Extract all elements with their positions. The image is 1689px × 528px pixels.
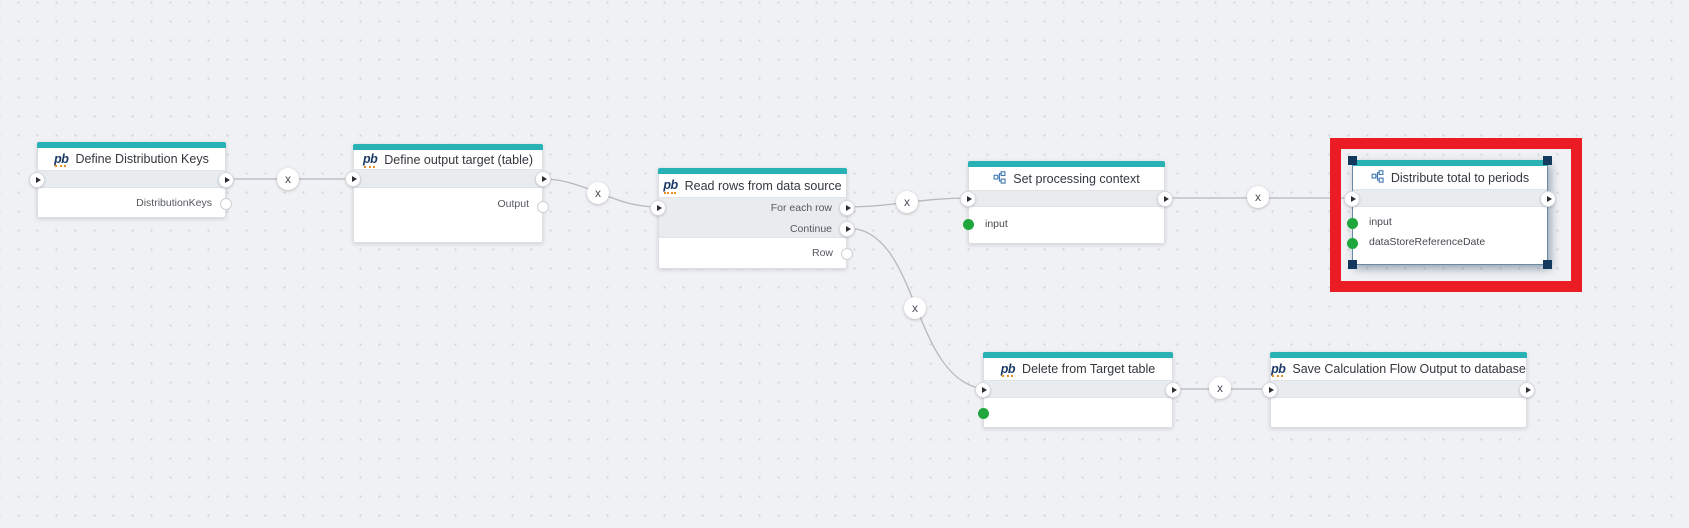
triangle-icon	[1171, 387, 1177, 393]
node-title: Define output target (table)	[384, 152, 533, 167]
selection-handle-bottom-left[interactable]	[1348, 260, 1357, 269]
triangle-icon	[351, 176, 357, 182]
triangle-icon	[845, 226, 851, 232]
input-port-input[interactable]	[1347, 218, 1358, 229]
node-title-row: pb Delete from Target table	[984, 358, 1172, 380]
selection-handle-top-left[interactable]	[1348, 156, 1357, 165]
input-port-label: input	[1369, 216, 1392, 228]
flow-port-row	[969, 190, 1164, 207]
node-distribute-total-to-periods[interactable]: Distribute total to periods input dataSt…	[1344, 156, 1556, 269]
output-port-output[interactable]	[537, 201, 549, 213]
flow-in-port[interactable]	[650, 200, 666, 216]
flow-icon	[993, 170, 1006, 187]
node-title: Distribute total to periods	[1390, 170, 1530, 185]
pb-icon: pb	[1271, 361, 1286, 377]
flow-port-row	[354, 169, 542, 188]
flow-in-port[interactable]	[1344, 191, 1360, 207]
node-title-row: Set processing context	[969, 167, 1164, 190]
node-read-rows-from-data-source[interactable]: pb Read rows from data source For each r…	[650, 168, 855, 269]
node-title-row: Distribute total to periods	[1353, 166, 1547, 189]
triangle-icon	[1163, 196, 1169, 202]
flow-out-port[interactable]	[1157, 191, 1173, 207]
output-port-row[interactable]	[841, 248, 853, 260]
output-port-label: Row	[811, 247, 833, 259]
flow-port-row	[38, 170, 225, 188]
node-title-row: pb Save Calculation Flow Output to datab…	[1271, 358, 1526, 380]
flow-port-row	[1271, 380, 1526, 398]
node-title: Save Calculation Flow Output to database	[1292, 362, 1526, 376]
node-define-distribution-keys[interactable]: pb Define Distribution Keys Distribution…	[29, 142, 234, 218]
flow-out-port[interactable]	[218, 172, 234, 188]
selection-handle-top-right[interactable]	[1543, 156, 1552, 165]
output-port-label: DistributionKeys	[136, 197, 212, 209]
flow-in-port[interactable]	[975, 382, 991, 398]
pb-icon: pb	[663, 178, 678, 194]
node-accent-bar	[1352, 160, 1548, 166]
flow-out-port[interactable]	[535, 171, 551, 187]
node-title: Delete from Target table	[1022, 362, 1156, 376]
node-title-row: pb Define Distribution Keys	[38, 148, 225, 170]
flow-out-label-for-each-row: For each row	[770, 202, 832, 214]
pb-icon: pb	[363, 152, 378, 168]
flow-out-port[interactable]	[1540, 191, 1556, 207]
node-title: Read rows from data source	[684, 178, 842, 193]
node-set-processing-context[interactable]: Set processing context input	[960, 161, 1173, 244]
flow-out-port-continue[interactable]	[839, 221, 855, 237]
flow-in-port[interactable]	[29, 172, 45, 188]
delete-connection-button[interactable]: x	[1247, 186, 1269, 208]
node-accent-bar	[968, 161, 1165, 167]
node-save-calculation-flow-output[interactable]: pb Save Calculation Flow Output to datab…	[1262, 352, 1535, 428]
selection-handle-bottom-right[interactable]	[1543, 260, 1552, 269]
flow-in-port[interactable]	[1262, 382, 1278, 398]
node-title-row: pb Define output target (table)	[354, 150, 542, 169]
input-port[interactable]	[978, 408, 989, 419]
flow-icon	[1371, 169, 1384, 186]
delete-connection-button[interactable]: x	[904, 297, 926, 319]
triangle-icon	[1350, 196, 1356, 202]
triangle-icon	[966, 196, 972, 202]
input-port-input[interactable]	[963, 219, 974, 230]
delete-connection-button[interactable]: x	[587, 182, 609, 204]
output-port-label: Output	[497, 198, 529, 210]
node-accent-bar	[983, 352, 1173, 358]
flow-in-port[interactable]	[960, 191, 976, 207]
triangle-icon	[35, 177, 41, 183]
triangle-icon	[541, 176, 547, 182]
flow-out-port[interactable]	[1519, 382, 1535, 398]
triangle-icon	[656, 205, 662, 211]
delete-connection-button[interactable]: x	[896, 191, 918, 213]
output-port-distributionkeys[interactable]	[220, 198, 232, 210]
triangle-icon	[1525, 387, 1531, 393]
flow-port-row	[1353, 189, 1547, 207]
input-port-label: input	[985, 218, 1008, 230]
flow-in-port[interactable]	[345, 171, 361, 187]
node-accent-bar	[658, 168, 847, 174]
pb-icon: pb	[1000, 361, 1016, 377]
triangle-icon	[1268, 387, 1274, 393]
delete-connection-button[interactable]: x	[1209, 377, 1231, 399]
triangle-icon	[845, 205, 851, 211]
flow-port-row	[984, 380, 1172, 398]
node-define-output-target[interactable]: pb Define output target (table) Output	[345, 144, 551, 243]
input-port-label: dataStoreReferenceDate	[1369, 236, 1486, 248]
input-port-datastorereferencedate[interactable]	[1347, 238, 1358, 249]
triangle-icon	[981, 387, 987, 393]
node-title: Define Distribution Keys	[75, 152, 209, 166]
triangle-icon	[1546, 196, 1552, 202]
node-title: Set processing context	[1013, 171, 1140, 186]
flow-port-row: For each row Continue	[659, 197, 846, 238]
pb-icon: pb	[54, 151, 69, 167]
delete-connection-button[interactable]: x	[277, 168, 299, 190]
flow-out-port[interactable]	[1165, 382, 1181, 398]
node-title-row: pb Read rows from data source	[659, 174, 846, 197]
flow-out-label-continue: Continue	[789, 222, 832, 235]
flow-out-port-for-each-row[interactable]	[839, 200, 855, 216]
node-accent-bar	[353, 144, 543, 150]
node-delete-from-target-table[interactable]: pb Delete from Target table	[975, 352, 1181, 428]
triangle-icon	[224, 177, 230, 183]
node-accent-bar	[37, 142, 226, 148]
node-accent-bar	[1270, 352, 1527, 358]
